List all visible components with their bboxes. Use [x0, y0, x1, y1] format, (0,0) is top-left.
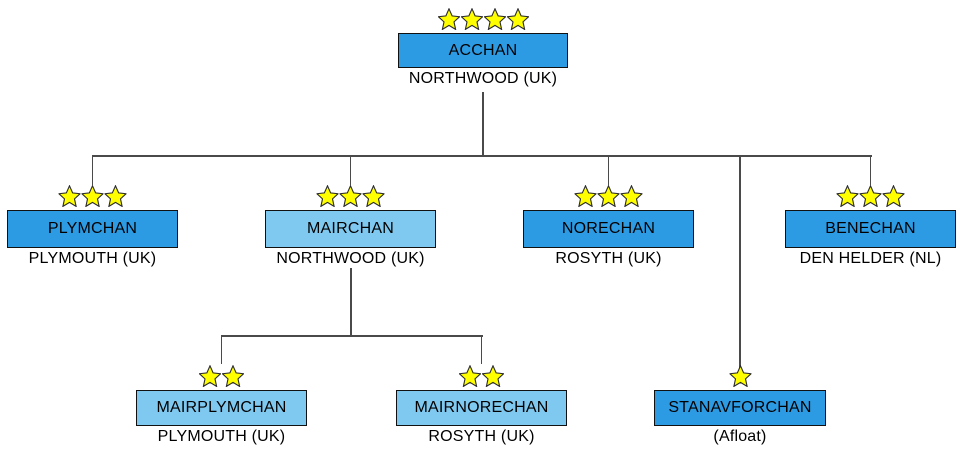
star-icon [460, 8, 483, 30]
star-icon [339, 185, 362, 207]
mairchan-rank-stars [316, 185, 385, 207]
node-label: PLYMCHAN [47, 220, 138, 237]
acchan-drop-line [482, 92, 484, 157]
rail-to-mairchan-line [349, 156, 352, 185]
rail-to-benechan-line [869, 156, 872, 185]
star-icon [316, 185, 339, 207]
node-mairnorechan: MAIRNORECHAN [396, 390, 567, 426]
node-label: BENECHAN [825, 220, 916, 237]
star-icon [620, 185, 643, 207]
acchan-rank-stars [437, 8, 529, 30]
node-acchan: ACCHAN [398, 33, 568, 68]
star-icon [483, 8, 506, 30]
star-icon [729, 365, 751, 387]
node-location: DEN HELDER (NL) [799, 250, 942, 267]
node-location: ROSYTH (UK) [555, 250, 662, 267]
node-location: NORTHWOOD (UK) [276, 250, 425, 267]
node-label: MAIRNORECHAN [414, 399, 549, 416]
star-icon [574, 185, 597, 207]
node-plymchan: PLYMCHAN [7, 210, 178, 248]
star-icon [859, 185, 882, 207]
node-label: MAIRCHAN [307, 220, 394, 237]
benechan-rank-stars [836, 185, 905, 207]
norechan-rank-stars [574, 185, 643, 207]
mairnorechan-rank-stars [459, 365, 505, 387]
plymchan-rank-stars [58, 185, 127, 207]
node-mairplymchan: MAIRPLYMCHAN [136, 390, 307, 426]
star-icon [104, 185, 127, 207]
node-norechan: NORECHAN [523, 210, 694, 248]
star-icon [459, 365, 481, 387]
rail2-to-mairplymchan-line [220, 336, 223, 364]
node-stanavforchan: STANAVFORCHAN [654, 390, 826, 426]
node-label: NORECHAN [561, 220, 656, 237]
star-icon [58, 185, 81, 207]
rail-to-stanavforchan-line [739, 156, 741, 368]
node-label: MAIRPLYMCHAN [156, 399, 287, 416]
star-icon [882, 185, 905, 207]
star-icon [437, 8, 460, 30]
star-icon [362, 185, 385, 207]
node-location: PLYMOUTH (UK) [28, 250, 157, 267]
level3-rail-line [220, 335, 483, 337]
stanavforchan-rank-stars [729, 365, 752, 387]
node-mairchan: MAIRCHAN [265, 210, 436, 248]
star-icon [81, 185, 104, 207]
star-icon [836, 185, 859, 207]
level2-rail-line [91, 155, 872, 157]
star-icon [199, 365, 221, 387]
star-icon [482, 365, 504, 387]
rail-to-norechan-line [607, 156, 610, 185]
node-benechan: BENECHAN [785, 210, 956, 248]
node-label: ACCHAN [448, 41, 518, 59]
mairchan-drop-line [349, 268, 352, 337]
node-label: STANAVFORCHAN [668, 399, 812, 416]
node-location: ROSYTH (UK) [428, 428, 535, 445]
star-icon [597, 185, 620, 207]
node-location: NORTHWOOD (UK) [408, 70, 558, 87]
star-icon [222, 365, 244, 387]
node-location: PLYMOUTH (UK) [157, 428, 286, 445]
mairplymchan-rank-stars [199, 365, 245, 387]
rail2-to-mairnorechan-line [480, 336, 483, 364]
rail-to-plymchan-line [91, 156, 94, 185]
star-icon [506, 8, 529, 30]
node-location: (Afloat) [713, 428, 767, 445]
